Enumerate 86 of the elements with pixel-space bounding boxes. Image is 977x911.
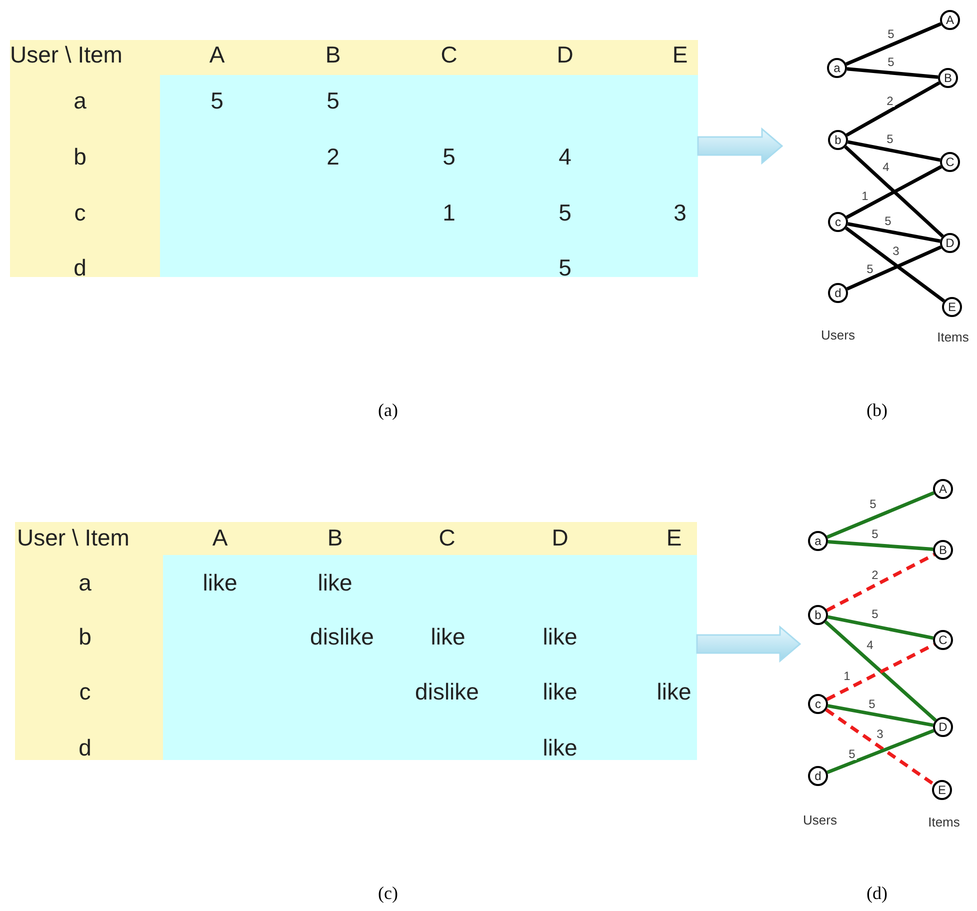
edge-label: 5 xyxy=(886,56,896,68)
edge-label: 3 xyxy=(876,728,884,740)
edge-line xyxy=(846,67,938,79)
table-cell-text: 2 xyxy=(326,146,340,168)
edge-label: 5 xyxy=(848,748,856,760)
table-cell-text: like xyxy=(656,680,692,704)
subfigure-caption: (c) xyxy=(378,884,398,902)
table-cell-text: a xyxy=(74,90,86,112)
table-cell-text: B xyxy=(327,526,343,550)
edge-line xyxy=(826,491,934,539)
edge-label: 1 xyxy=(860,190,870,202)
edge-label: 2 xyxy=(870,569,880,581)
table-cell-text: 4 xyxy=(558,146,572,168)
table-cell-text: D xyxy=(556,44,574,66)
edge-line xyxy=(846,165,942,219)
subfigure-caption: (b) xyxy=(866,401,888,419)
edge-label: 5 xyxy=(884,215,892,227)
edge-line xyxy=(827,615,934,640)
edge-label: 5 xyxy=(868,498,878,510)
table-cell-text: 5 xyxy=(210,90,224,112)
table-cell-text: a xyxy=(78,572,92,594)
table-cell-text: d xyxy=(78,736,92,760)
table-header-text: User \ Item xyxy=(10,44,122,66)
table-cell-text: like xyxy=(430,626,466,648)
edge-line xyxy=(828,540,934,552)
block-arrow xyxy=(697,127,784,165)
edge-line xyxy=(848,222,940,243)
subfigure-caption: (a) xyxy=(378,401,398,419)
axis-group-label: Items xyxy=(928,816,960,828)
table-cell-text: dislike xyxy=(310,626,374,648)
table-cell-text: C xyxy=(438,526,456,550)
table-cell-text: 5 xyxy=(326,90,340,112)
table-cell-text: B xyxy=(325,44,341,66)
table-cell-text: 1 xyxy=(442,202,456,224)
edge-label: 3 xyxy=(892,245,900,257)
table-cell-text: E xyxy=(672,44,688,66)
table-cell-text: A xyxy=(212,526,228,550)
edge-label: 5 xyxy=(868,698,876,710)
edge-line xyxy=(846,81,940,137)
edge-label: 4 xyxy=(866,639,874,651)
dashed-edge-line xyxy=(825,708,935,786)
table-cell-text: 5 xyxy=(558,202,572,224)
table-cell-text: dislike xyxy=(415,680,479,704)
table-background xyxy=(15,522,697,760)
edge-line xyxy=(844,145,944,238)
table-cell-text: c xyxy=(74,202,86,224)
table-cell-text: c xyxy=(79,680,91,704)
table-cell-text: 3 xyxy=(674,202,686,224)
table-cell-text: like xyxy=(542,680,578,704)
axis-group-label: Users xyxy=(803,814,837,826)
axis-group-label: Items xyxy=(937,330,969,344)
edge-label: 4 xyxy=(882,161,890,173)
edge-line xyxy=(844,226,946,302)
table-cell-text: like xyxy=(542,626,578,648)
block-arrow xyxy=(696,625,802,663)
table-cell-text: like xyxy=(202,572,238,594)
edge-line xyxy=(828,704,934,727)
edge-line xyxy=(847,140,941,162)
edge-label: 5 xyxy=(870,608,880,620)
edge-line xyxy=(846,245,942,291)
edge-label: 5 xyxy=(886,133,894,145)
table-cell-text: A xyxy=(209,44,225,66)
table-cell-text: C xyxy=(440,44,458,66)
dashed-edge-line xyxy=(826,643,935,701)
table-cell-text: 5 xyxy=(558,256,572,280)
table-cell-text: like xyxy=(318,572,352,594)
edge-label: 5 xyxy=(866,263,874,275)
edge-label: 2 xyxy=(886,95,894,107)
table-header-text: User \ Item xyxy=(17,526,130,550)
table-cell-text: like xyxy=(542,736,578,760)
dashed-edge-line xyxy=(826,553,935,612)
table-background xyxy=(10,40,698,277)
table-cell-text: 5 xyxy=(442,146,456,168)
edge-line xyxy=(824,620,937,722)
subfigure-caption: (d) xyxy=(866,884,888,902)
axis-group-label: Users xyxy=(821,328,855,342)
edge-label: 1 xyxy=(842,670,852,682)
table-cell-text: b xyxy=(74,146,86,168)
edge-line xyxy=(826,729,934,774)
table-cell-text: b xyxy=(78,626,92,648)
table-cell-text: E xyxy=(666,526,682,550)
edge-label: 5 xyxy=(870,528,880,540)
edge-label: 5 xyxy=(886,28,896,40)
edge-line xyxy=(846,22,942,66)
table-cell-text: d xyxy=(74,256,86,280)
table-cell-text: D xyxy=(552,526,568,550)
